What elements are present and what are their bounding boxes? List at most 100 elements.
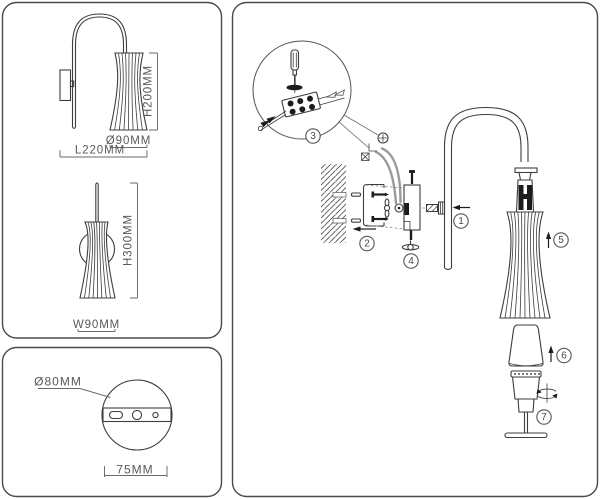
center-hole — [131, 409, 143, 421]
threaded-nipple — [426, 204, 438, 212]
step-2-number: 2 — [364, 239, 370, 250]
rotation-arrows-icon — [536, 383, 558, 403]
bulb-disc — [504, 432, 548, 439]
dim-leader-d80 — [38, 388, 111, 398]
wall-section — [321, 164, 346, 243]
dim-line-l220 — [59, 150, 148, 158]
inset-circle — [252, 40, 352, 140]
bulb-body — [511, 376, 541, 400]
step-7-number: 7 — [541, 412, 547, 423]
dim-line-h200 — [149, 52, 158, 131]
step-5-arrow — [545, 231, 552, 248]
dimension-annotations-front: H300MM W90MM — [73, 182, 138, 332]
base-plate-circle — [101, 379, 173, 451]
panel-dimensions-border — [1, 1, 223, 339]
cable-clamp-icon — [361, 143, 377, 161]
washer-ring-icon — [286, 84, 303, 91]
wall-anchor — [350, 218, 362, 223]
dimension-annotations-base: Ø80MM 75MM — [34, 375, 168, 477]
wing-nut-icon — [401, 240, 420, 251]
phillips-screw-icon — [377, 132, 389, 144]
pleated-shade-pleats — [504, 211, 546, 319]
step-3-badge: 3 — [305, 128, 321, 144]
dim-line-h300 — [130, 182, 138, 299]
lamp-arm-end-cap — [444, 267, 452, 271]
dim-h200-label: H200MM — [143, 65, 155, 117]
terminal-block-icon — [281, 91, 321, 118]
step-1-number: 1 — [458, 216, 464, 227]
dim-w90-label: W90MM — [73, 319, 120, 331]
wing-nut-icon — [383, 198, 391, 218]
step-3-number: 3 — [310, 131, 316, 142]
junction-box — [403, 184, 421, 231]
dim-h300-label: H300MM — [123, 214, 135, 266]
panel-assembly: 3 — [231, 1, 599, 498]
dim-d80-label: Ø80MM — [34, 375, 82, 389]
lamp-arm-outer — [71, 13, 128, 127]
supply-wire — [380, 147, 402, 204]
step-7-badge: 7 — [536, 409, 552, 425]
supply-wire — [374, 150, 398, 205]
step-annotations: 1 2 4 5 — [352, 204, 572, 425]
dim-l220-label: L220MM — [75, 145, 125, 157]
lamp-arm-inner — [74, 16, 125, 127]
wall-hole — [332, 192, 347, 198]
insert-arrow — [266, 116, 276, 124]
mounting-bracket — [362, 183, 385, 227]
insert-arrow — [260, 120, 270, 128]
glass-diffuser-cone — [508, 324, 544, 367]
wall-plate — [59, 69, 72, 102]
wall-hole — [332, 218, 347, 224]
wall-mounting-area — [321, 132, 446, 251]
hex-nut — [437, 201, 446, 215]
panel-base-detail: Ø80MM 75MM — [1, 346, 223, 498]
screw-hole — [152, 411, 159, 419]
glass-diffuser-bottom-edge — [509, 363, 543, 367]
lamp-socket — [514, 167, 538, 213]
step-5-number: 5 — [558, 235, 564, 246]
bulb-stem — [523, 412, 529, 433]
alignment-dashed-lines — [365, 184, 427, 230]
locking-screw-top — [409, 170, 415, 184]
step-5-badge: 5 — [553, 232, 569, 248]
dim-line-75 — [104, 466, 168, 477]
step-6-badge: 6 — [556, 347, 572, 364]
wall-anchor — [350, 192, 362, 197]
wire-right — [317, 89, 346, 106]
terminal-connector — [404, 203, 409, 215]
grommet — [394, 203, 404, 213]
dim-75-label: 75MM — [116, 463, 153, 477]
dim-line-d90 — [109, 144, 148, 148]
step-2-arrow — [352, 226, 376, 232]
wire-left — [257, 110, 287, 132]
wiring-detail-inset: 3 — [252, 40, 379, 149]
step-6-arrow — [548, 345, 554, 362]
bulb-neck — [517, 398, 535, 413]
base-plate-top-view — [101, 379, 173, 451]
stem-rod — [95, 182, 99, 222]
dim-d90-label: Ø90MM — [106, 135, 151, 147]
lamp-arm-end-cap — [72, 126, 76, 129]
lamp-front-view — [78, 182, 116, 299]
step-1-arrow — [452, 204, 470, 211]
bulb — [504, 370, 548, 439]
lamp-arm-outer — [443, 106, 529, 268]
step-2-badge: 2 — [359, 235, 375, 252]
step-6-number: 6 — [561, 351, 567, 362]
dim-line-w90 — [77, 329, 116, 332]
dimension-annotations-side: H200MM Ø90MM L220MM — [59, 52, 158, 158]
mounting-screw — [371, 216, 389, 222]
lamp-side-view — [59, 13, 148, 131]
slot-hole — [108, 410, 124, 420]
step-4-badge: 4 — [403, 253, 419, 269]
step-4-number: 4 — [408, 256, 414, 267]
panel-dimensions: H200MM Ø90MM L220MM H300MM W90MM — [1, 1, 223, 339]
pleated-shade-pleats — [114, 52, 143, 131]
lamp-assembly — [443, 106, 558, 439]
pleated-shade-pleats — [84, 221, 111, 299]
inset-leader-lines — [338, 114, 379, 149]
socket-collar — [514, 167, 538, 174]
insert-arrow-outline — [333, 89, 346, 96]
